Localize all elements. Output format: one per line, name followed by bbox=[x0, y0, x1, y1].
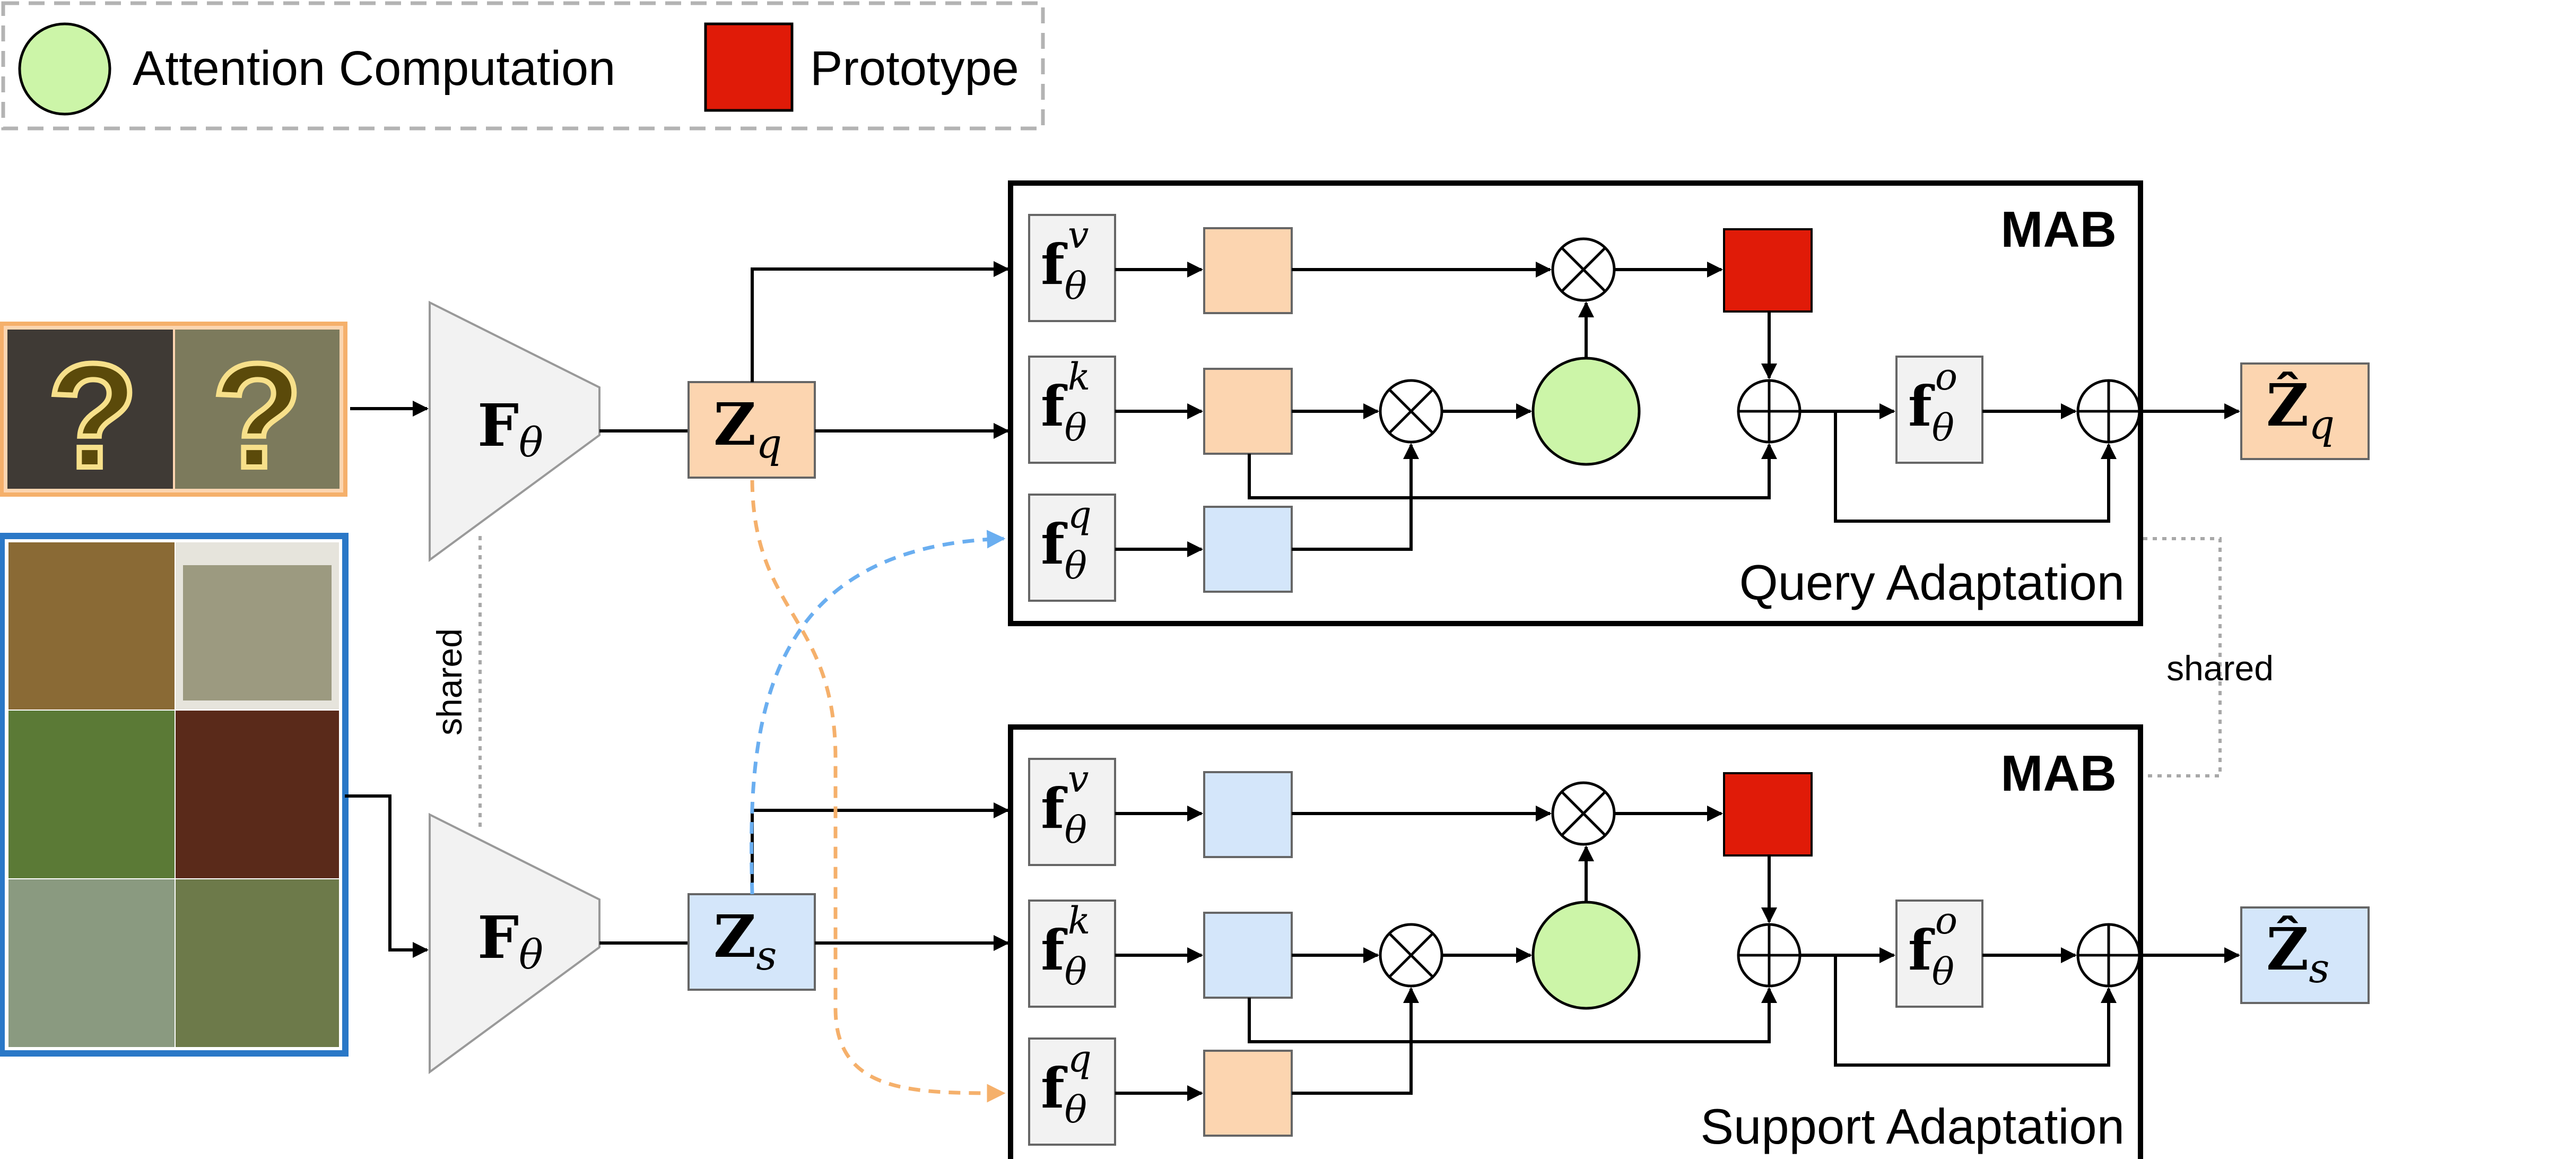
output-support-feature-box bbox=[2240, 906, 2370, 1004]
query-tensor-to-multiply bbox=[1292, 443, 1419, 551]
support-backbone bbox=[429, 812, 601, 1074]
legend: Attention Computation Prototype bbox=[1, 1, 1045, 131]
attention-legend-swatch bbox=[18, 22, 111, 116]
prototype-tensor bbox=[1723, 228, 1813, 313]
support-image-malamute bbox=[176, 711, 339, 878]
attention-legend-label: Attention Computation bbox=[133, 41, 615, 96]
query-to-support-query-dashed-arrow bbox=[750, 480, 1006, 1103]
mab-support-caption: Support Adaptation bbox=[1700, 1099, 2125, 1154]
key-projection-label: fθk bbox=[1041, 899, 1090, 993]
mab-query-caption: Query Adaptation bbox=[1739, 555, 2125, 610]
key-projection-label: fθk bbox=[1041, 355, 1090, 449]
mab-shared-label: shared bbox=[2166, 648, 2274, 688]
query-image-husky bbox=[175, 330, 340, 489]
value-multiply-glyph bbox=[1561, 791, 1606, 836]
query-feature-to-value-arrow bbox=[751, 261, 1009, 382]
mab-support-adaptation: MAB Support Adaptation fθv fθk fθq fθo bbox=[1008, 724, 2143, 1159]
support-feature-label: Zs bbox=[713, 902, 777, 979]
output-query-feature-label: Ẑq bbox=[2266, 371, 2335, 448]
query-projection-module bbox=[1028, 494, 1116, 602]
legend-frame bbox=[1, 1, 1045, 131]
query-backbone bbox=[429, 300, 601, 562]
query-mark-2: ? bbox=[212, 333, 302, 499]
mab-query-title: MAB bbox=[2000, 201, 2117, 258]
output-projection-label: fθo bbox=[1908, 899, 1957, 993]
prototype-tensor bbox=[1723, 772, 1813, 857]
query-projection-label: fθq bbox=[1041, 1037, 1092, 1131]
key-query-multiply-glyph bbox=[1388, 388, 1434, 434]
query-feature-label: Zq bbox=[713, 390, 782, 467]
mab-query-adaptation: MAB Query Adaptation fθv fθk fθq fθo bbox=[1008, 180, 2143, 626]
value-tensor bbox=[1203, 771, 1293, 858]
output-add-glyph bbox=[2078, 924, 2139, 986]
support-image-apples bbox=[8, 542, 175, 710]
key-tensor bbox=[1203, 912, 1293, 999]
query-backbone-label: Fθ bbox=[477, 391, 543, 466]
query-feature-box bbox=[687, 381, 816, 479]
support-image-man-dog bbox=[8, 711, 175, 878]
output-projection-label: fθo bbox=[1908, 355, 1957, 449]
value-projection-label: fθv bbox=[1041, 757, 1089, 852]
key-residual-to-add bbox=[1248, 443, 1777, 499]
support-image-set bbox=[0, 533, 349, 1057]
query-image-dalmatian bbox=[7, 330, 173, 489]
support-image-dalmatian-1 bbox=[8, 879, 175, 1047]
backbone-shared-label: shared bbox=[430, 628, 469, 736]
key-tensor bbox=[1203, 368, 1293, 455]
prototype-legend-swatch bbox=[704, 22, 794, 112]
output-support-feature-label: Ẑs bbox=[2266, 915, 2329, 992]
output-projection-module bbox=[1895, 899, 1983, 1008]
support-image-to-backbone-arrow bbox=[345, 794, 429, 958]
output-add-glyph bbox=[2078, 380, 2139, 442]
support-backbone-label: Fθ bbox=[477, 903, 543, 978]
value-projection-module bbox=[1028, 214, 1116, 322]
residual-add-glyph bbox=[1738, 380, 1800, 442]
attention-computation bbox=[1531, 901, 1641, 1010]
mab-support-title: MAB bbox=[2000, 745, 2117, 802]
value-tensor bbox=[1203, 227, 1293, 314]
key-query-multiply-glyph bbox=[1388, 932, 1434, 978]
support-feature-to-value-arrow bbox=[751, 802, 1009, 894]
mab-shared-line bbox=[2143, 537, 2222, 777]
value-projection-label: fθv bbox=[1041, 213, 1089, 308]
query-projection-label: fθq bbox=[1041, 493, 1092, 587]
support-to-query-query-dashed-arrow bbox=[750, 530, 1006, 895]
key-projection-module bbox=[1028, 899, 1116, 1008]
key-projection-module bbox=[1028, 356, 1116, 464]
support-image-crate-box bbox=[183, 565, 332, 700]
value-multiply-glyph bbox=[1561, 247, 1606, 292]
query-tensor-to-multiply bbox=[1292, 987, 1419, 1095]
key-residual-to-add bbox=[1248, 987, 1777, 1043]
output-residual-to-add bbox=[1834, 955, 2117, 1067]
prototype-legend-label: Prototype bbox=[810, 41, 1019, 96]
residual-add-glyph bbox=[1738, 924, 1800, 986]
support-feature-box bbox=[687, 893, 816, 991]
output-projection-module bbox=[1895, 356, 1983, 464]
query-tensor bbox=[1203, 1050, 1293, 1137]
query-mark-1: ? bbox=[47, 333, 138, 499]
query-tensor bbox=[1203, 506, 1293, 593]
output-query-feature-box bbox=[2240, 362, 2370, 460]
attention-computation bbox=[1531, 357, 1641, 466]
query-image-set: ? ? bbox=[0, 322, 347, 501]
output-residual-to-add bbox=[1834, 411, 2117, 523]
support-image-dalmatian-2 bbox=[176, 879, 339, 1047]
